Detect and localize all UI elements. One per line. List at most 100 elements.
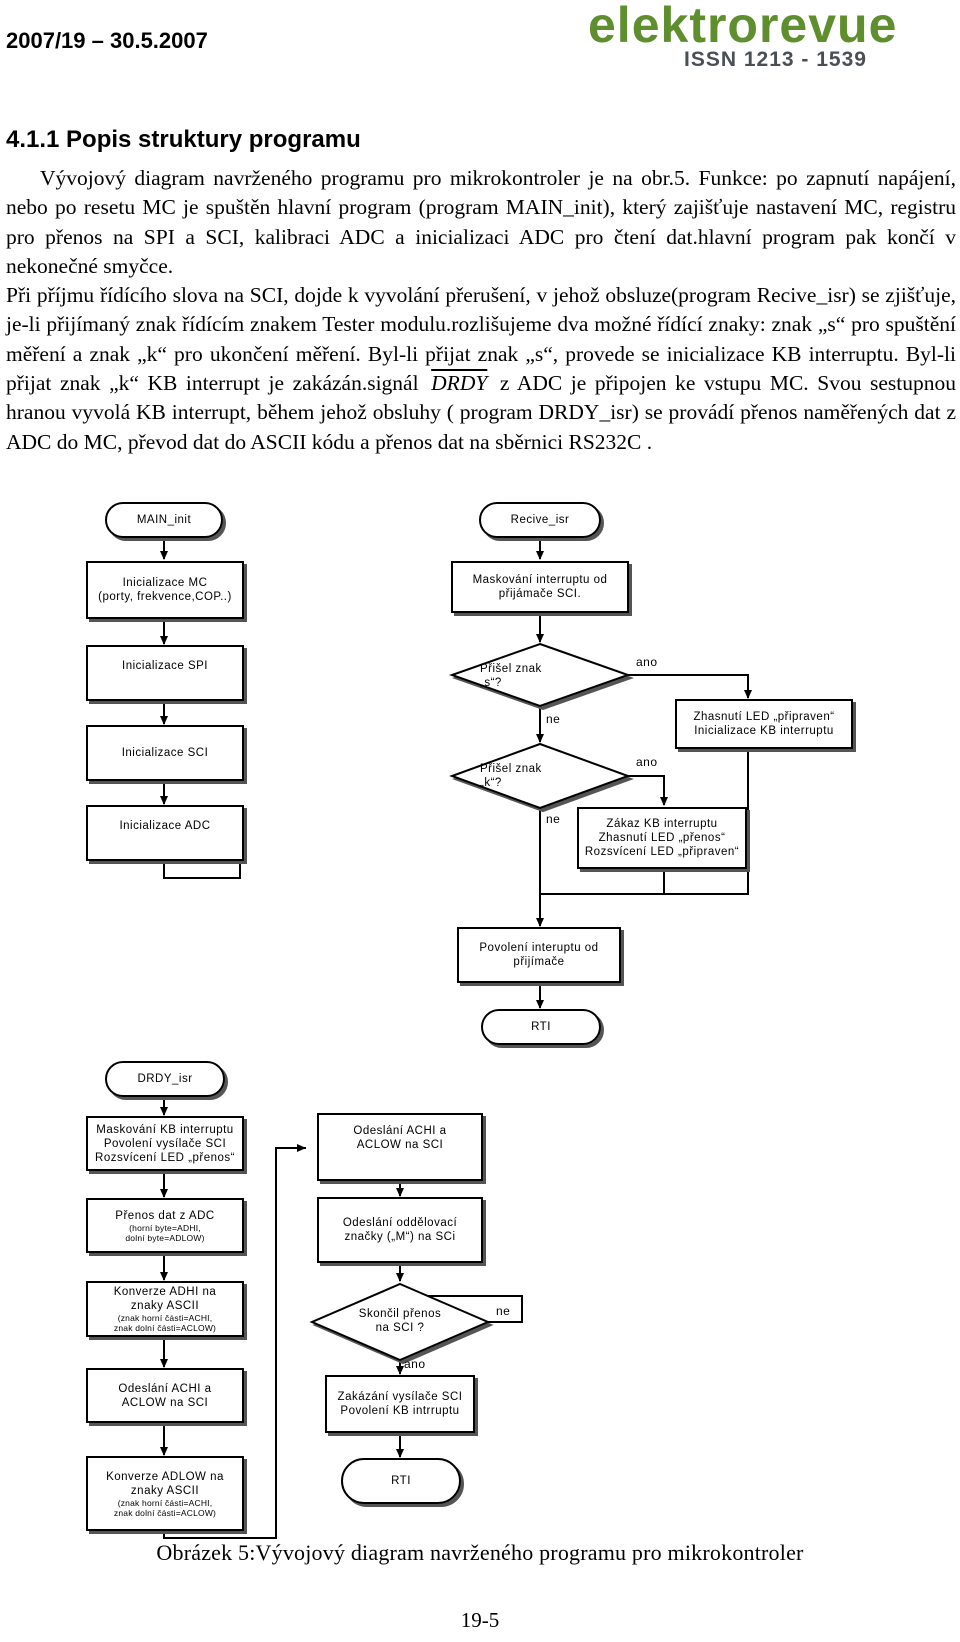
node-send-2-line1: Odeslání ACHI a [353,1125,447,1137]
node-conv-hi-line2: znaky ASCII [130,1300,200,1312]
node-decision-k-line2: „k“? [480,777,502,789]
node-init-sci: Inicializace SCI [121,747,209,759]
node-init-adc: Inicializace ADC [119,820,211,832]
node-init-mc: Inicializace MC (porty, frekvence,COP..) [87,562,243,618]
shape-recive-isr [479,502,601,538]
shape-decision-end [309,1282,491,1362]
node-action-k: Zákaz KB interruptu Zhasnutí LED „přenos… [578,808,746,868]
label-decision-yes: ano [404,1357,426,1371]
node-recive-isr: Recive_isr [510,514,570,526]
paragraph-2-part-a: Při příjmu řídícího slova na SCI, dojde … [6,283,956,396]
node-conv-lo-line1: Konverze ADLOW na [106,1470,224,1483]
paragraph-2: Při příjmu řídícího slova na SCI, dojde … [6,281,956,457]
node-conv-hi-line1: Konverze ADHI na [113,1286,217,1298]
node-send-1-line1: Odeslání ACHI a [118,1382,212,1395]
shape-send-2 [317,1113,483,1181]
node-rti-recive: RTI [531,1021,551,1033]
node-main-init: MAIN_init [136,514,192,526]
node-send-2: Odeslání ACHI a ACLOW na SCI [318,1114,482,1162]
shape-disable-sci [325,1375,475,1433]
node-init-mc-line2: (porty, frekvence,COP..) [98,591,232,603]
node-drdy-isr: DRDY_isr [137,1073,193,1085]
shape-main-init [105,502,223,538]
node-drdy-transfer: Přenos dat z ADC (horní byte=ADHI, dolní… [87,1199,243,1252]
shape-decision-s [448,642,632,708]
shape-drdy-isr [105,1061,225,1097]
node-init-spi: Inicializace SPI [122,660,208,672]
node-send-1: Odeslání ACHI a ACLOW na SCI [87,1369,243,1422]
node-action-k-line1: Zákaz KB interruptu [606,818,718,830]
issue-date: 2007/19 – 30.5.2007 [6,28,208,53]
shape-drdy-transfer [86,1198,244,1253]
node-mask-sci-line1: Maskování interruptu od [472,574,608,586]
node-rti-drdy: RTI [391,1475,411,1487]
shape-action-s [675,699,853,749]
node-separator-line1: Odeslání oddělovací [342,1217,458,1229]
paragraph-1: Vývojový diagram navrženého programu pro… [6,166,956,278]
label-k-yes: ano [636,755,658,769]
node-enable-line2: přijímače [513,956,565,968]
shape-decision-k [449,742,631,810]
node-decision-s-line2: „s“? [480,677,502,689]
node-action-s-line2: Inicializace KB interruptu [694,725,834,737]
shape-conv-lo [86,1456,244,1531]
line-s-merge [540,748,749,895]
node-mask-sci: Maskování interruptu od přijámače SCI. [452,562,628,612]
shape-conv-hi [86,1281,244,1337]
arrow-s-yes [628,674,752,699]
shape-drdy-mask [86,1116,244,1171]
shape-send-1 [86,1368,244,1423]
shape-mask-sci [451,561,629,613]
shape-separator [317,1197,483,1263]
logo-wordmark: elektrorevue [588,0,898,53]
node-drdy-transfer-line1: Přenos dat z ADC [115,1209,215,1222]
node-separator-line2: značky („M“) na SCi [344,1231,456,1243]
node-action-k-line3: Rozsvícení LED „připraven“ [584,846,740,858]
node-action-s-line1: Zhasnutí LED „připraven“ [693,711,835,723]
node-decision-end-line1: Skončil přenos [358,1308,442,1320]
node-decision-end-line2: na SCI ? [375,1322,425,1334]
node-decision-s-line1: Přišel znak [480,663,542,675]
label-k-no: ne [546,812,561,826]
arrow-k-yes [628,775,668,806]
node-decision-k: Přišel znak „k“? [480,758,600,794]
node-action-k-line2: Zhasnutí LED „přenos“ [598,832,726,844]
figure-caption: Obrázek 5:Vývojový diagram navrženého pr… [156,1540,804,1565]
shape-enable [457,927,621,983]
shape-init-spi [86,645,244,701]
node-conv-lo-line4: znak dolní části=ACLOW) [113,1507,217,1518]
label-s-no: ne [546,712,561,726]
node-drdy-mask-line2: Povolení vysílače SCI [103,1137,227,1150]
node-drdy-mask-line3: Rozsvícení LED „přenos“ [95,1151,235,1164]
loop-decision-no [400,1295,523,1323]
node-conv-hi: Konverze ADHI na znaky ASCII (znak horní… [87,1282,243,1336]
label-s-yes: ano [636,655,658,669]
section-title: 4.1.1 Popis struktury programu [6,126,361,153]
node-conv-lo: Konverze ADLOW na znaky ASCII (znak horn… [87,1457,243,1530]
node-decision-end: Skončil přenos na SCI ? [340,1302,460,1340]
node-drdy-mask-line1: Maskování KB interruptu [96,1123,234,1136]
node-conv-hi-line4: znak dolní části=ACLOW) [113,1323,217,1333]
node-drdy-transfer-line2: (horní byte=ADHI, [129,1222,201,1233]
drdy-signal: DRDY [431,371,488,396]
page-number: 19-5 [460,1608,500,1632]
shape-action-k [577,807,747,869]
node-disable-sci-line2: Povolení KB intrruptu [340,1405,460,1417]
shape-init-mc [86,561,244,619]
node-conv-lo-line3: (znak horní části=ACHI, [117,1497,213,1508]
shape-rti-drdy [341,1458,461,1504]
node-drdy-transfer-line3: dolní byte=ADLOW) [125,1232,205,1243]
label-decision-no: ne [496,1304,511,1318]
node-disable-sci: Zakázání vysílače SCI Povolení KB intrru… [326,1376,474,1432]
body-text: Vývojový diagram navrženého programu pro… [6,164,956,457]
elektrorevue-logo: elektrorevue ISSN 1213 - 1539 [588,0,958,78]
issn-label: ISSN 1213 - 1539 [684,48,867,71]
node-disable-sci-line1: Zakázání vysílače SCI [337,1391,463,1403]
shape-init-sci [86,725,244,781]
node-decision-k-line1: Přišel znak [480,763,542,775]
shape-init-adc [86,805,244,861]
node-action-s: Zhasnutí LED „připraven“ Inicializace KB… [676,700,852,748]
node-enable: Povolení interuptu od přijímače [458,928,620,982]
